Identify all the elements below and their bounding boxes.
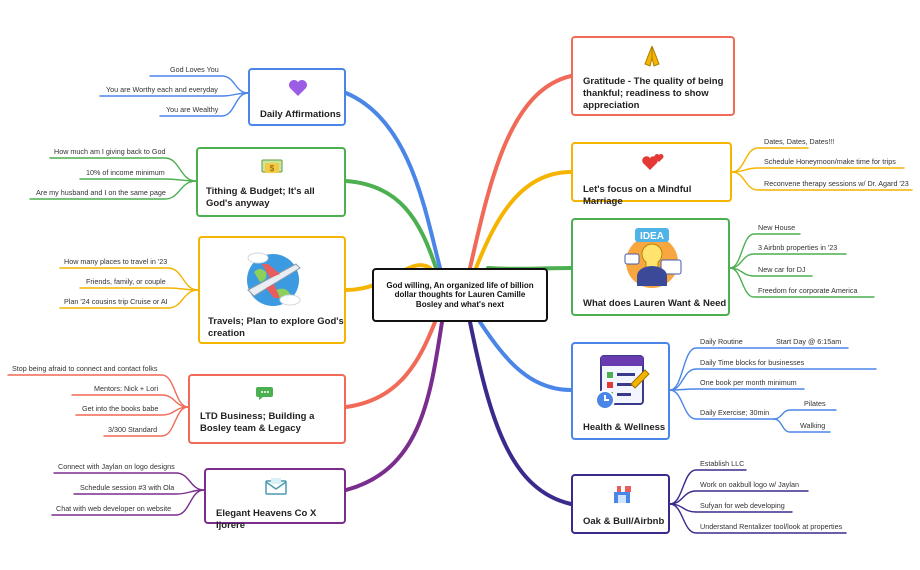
leaf-want-1[interactable]: New House — [758, 223, 796, 232]
topic-oak-bull-airbnb[interactable]: Oak & Bull/Airbnb — [571, 474, 670, 534]
money-icon: $ — [260, 157, 284, 182]
leaf-elegant-3[interactable]: Chat with web developer on website — [56, 504, 172, 513]
idea-lightbulb-icon: IDEA — [617, 224, 687, 297]
link-ltd — [344, 320, 437, 409]
leaf-oak-4[interactable]: Understand Rentalizer tool/look at prope… — [700, 522, 843, 531]
topic-ltd-business[interactable]: LTD Business; Building a Bosley team & L… — [188, 374, 346, 444]
leaf-ltd-1[interactable]: Stop being afraid to connect and contact… — [12, 364, 158, 373]
leaf-ltd-2[interactable]: Mentors: Nick + Lori — [94, 384, 159, 393]
link-health — [478, 320, 573, 392]
topic-travels[interactable]: Travels; Plan to explore God's creation — [198, 236, 346, 344]
leaf-elegant-2[interactable]: Schedule session #3 with Ola — [80, 483, 175, 492]
leaf-oak-3[interactable]: Sufyan for web developing — [700, 501, 785, 510]
leaf-health-routine-start[interactable]: Start Day @ 6:15am — [776, 337, 842, 346]
svg-text:$: $ — [270, 164, 275, 173]
leaf-health-3[interactable]: One book per month minimum — [700, 378, 797, 387]
leaf-health-4[interactable]: Daily Exercise; 30min — [700, 408, 770, 417]
topic-title: What does Lauren Want & Need — [583, 298, 727, 309]
topic-tithing-budget[interactable]: $ Tithing & Budget; It's all God's anywa… — [196, 147, 346, 217]
leaf-travel-1[interactable]: How many places to travel in '23 — [64, 257, 168, 266]
link-tithing — [344, 179, 438, 270]
leaf-health-1[interactable]: Daily Routine — [700, 337, 743, 346]
praying-hands-icon — [641, 44, 663, 73]
leaf-travel-3[interactable]: Plan '24 cousins trip Cruise or AI — [64, 297, 168, 306]
topic-title: LTD Business; Building a Bosley team & L… — [200, 411, 315, 434]
leaf-health-pilates[interactable]: Pilates — [804, 399, 826, 408]
topic-lauren-want-need[interactable]: IDEA What does Lauren Want & Need — [571, 218, 730, 316]
chat-bubbles-icon — [256, 384, 280, 409]
link-gratitude — [468, 74, 573, 270]
topic-title: Tithing & Budget; It's all God's anyway — [206, 186, 315, 209]
leaf-tithing-1[interactable]: How much am I giving back to God — [54, 147, 166, 156]
topic-gratitude[interactable]: Gratitude - The quality of being thankfu… — [571, 36, 735, 116]
topic-title: Travels; Plan to explore God's creation — [208, 316, 344, 339]
leaf-marriage-3[interactable]: Reconvene therapy sessions w/ Dr. Agard … — [764, 179, 909, 188]
link-elegant — [344, 320, 444, 492]
topic-title: Let's focus on a Mindful Marriage — [583, 184, 692, 207]
topic-mindful-marriage[interactable]: Let's focus on a Mindful Marriage — [571, 142, 732, 207]
leaf-affirm-3[interactable]: You are Wealthy — [166, 105, 219, 114]
leaf-marriage-2[interactable]: Schedule Honeymoon/make time for trips — [764, 157, 896, 166]
topic-title: Daily Affirmations — [260, 109, 341, 120]
topic-health-wellness[interactable]: Health & Wellness — [571, 342, 670, 440]
link-oak — [468, 320, 573, 506]
leaf-health-2[interactable]: Daily Time blocks for businesses — [700, 358, 805, 367]
leaf-want-2[interactable]: 3 Airbnb properties in '23 — [758, 243, 838, 252]
leaf-want-4[interactable]: Freedom for corporate America — [758, 286, 858, 295]
purple-heart-icon — [288, 79, 308, 102]
hearts-icon — [641, 152, 665, 177]
leaf-oak-2[interactable]: Work on oakbull logo w/ Jaylan — [700, 480, 799, 489]
storefront-icon — [611, 484, 633, 509]
topic-title: Oak & Bull/Airbnb — [583, 516, 665, 527]
topic-elegant-heavens[interactable]: Elegant Heavens Co X Ijorere — [204, 468, 346, 531]
leaf-want-3[interactable]: New car for DJ — [758, 265, 806, 274]
link-marriage — [474, 170, 573, 270]
leaf-tithing-3[interactable]: Are my husband and I on the same page — [36, 188, 166, 197]
leaf-health-walking[interactable]: Walking — [800, 421, 826, 430]
topic-daily-affirmations[interactable]: Daily Affirmations — [248, 68, 346, 126]
svg-text:IDEA: IDEA — [640, 231, 664, 242]
link-affirm — [344, 91, 442, 270]
leaf-affirm-1[interactable]: God Loves You — [170, 65, 219, 74]
leaf-tithing-2[interactable]: 10% of income minimum — [86, 168, 165, 177]
topic-title: Gratitude - The quality of being thankfu… — [583, 76, 724, 111]
envelope-icon — [264, 478, 288, 501]
leaf-marriage-1[interactable]: Dates, Dates, Dates!!! — [764, 137, 835, 146]
leaf-elegant-1[interactable]: Connect with Jaylan on logo designs — [58, 462, 175, 471]
leaf-ltd-3[interactable]: Get into the books babe — [82, 404, 159, 413]
topic-title: Health & Wellness — [583, 422, 666, 433]
central-topic[interactable]: God willing, An organized life of billio… — [372, 268, 548, 322]
airplane-globe-icon — [240, 246, 306, 315]
leaf-affirm-2[interactable]: You are Worthy each and everyday — [106, 85, 218, 94]
leaf-ltd-4[interactable]: 3/300 Standard — [108, 425, 158, 434]
topic-title: Elegant Heavens Co X Ijorere — [216, 508, 317, 531]
leaf-travel-2[interactable]: Friends, family, or couple — [86, 277, 166, 286]
planner-checklist-icon — [591, 350, 653, 417]
leaf-oak-1[interactable]: Establish LLC — [700, 459, 745, 468]
